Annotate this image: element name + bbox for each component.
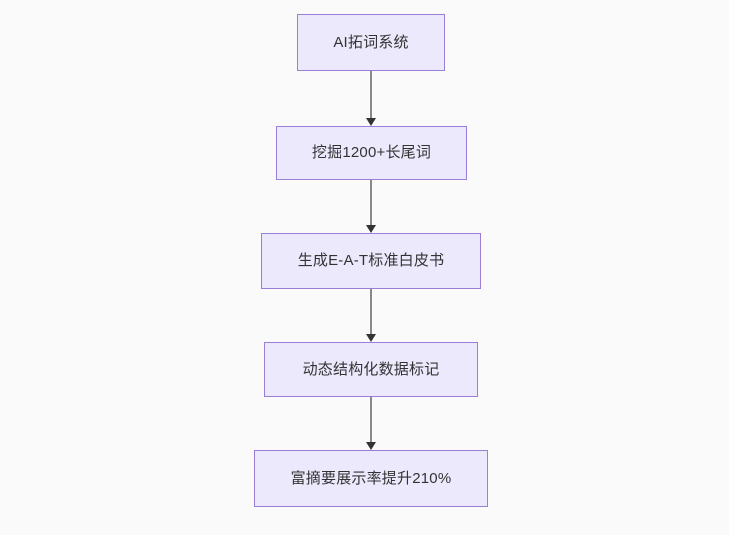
flow-node-4[interactable]: 动态结构化数据标记 — [264, 342, 478, 397]
flow-connector-3-line — [370, 289, 372, 334]
flow-node-2-label: 挖掘1200+长尾词 — [311, 144, 432, 161]
flow-node-4-label: 动态结构化数据标记 — [302, 360, 440, 378]
flow-connector-4-arrowhead — [366, 442, 376, 450]
flow-node-5[interactable]: 富摘要展示率提升210% — [254, 450, 488, 507]
flow-node-1-label: AI拓词系统 — [333, 33, 409, 51]
flow-node-5-label: 富摘要展示率提升210% — [290, 469, 452, 487]
flow-node-2[interactable]: 挖掘1200+长尾词 — [276, 126, 467, 180]
flow-node-3[interactable]: 生成E-A-T标准白皮书 — [261, 233, 481, 289]
flow-connector-3-arrowhead — [366, 334, 376, 342]
flow-connector-2-line — [370, 180, 372, 225]
flow-connector-4-line — [370, 397, 372, 442]
flow-node-3-label: 生成E-A-T标准白皮书 — [297, 252, 445, 269]
flow-node-1[interactable]: AI拓词系统 — [297, 14, 445, 71]
flow-connector-1-arrowhead — [366, 118, 376, 126]
flow-connector-1-line — [370, 71, 372, 118]
flow-connector-2-arrowhead — [366, 225, 376, 233]
